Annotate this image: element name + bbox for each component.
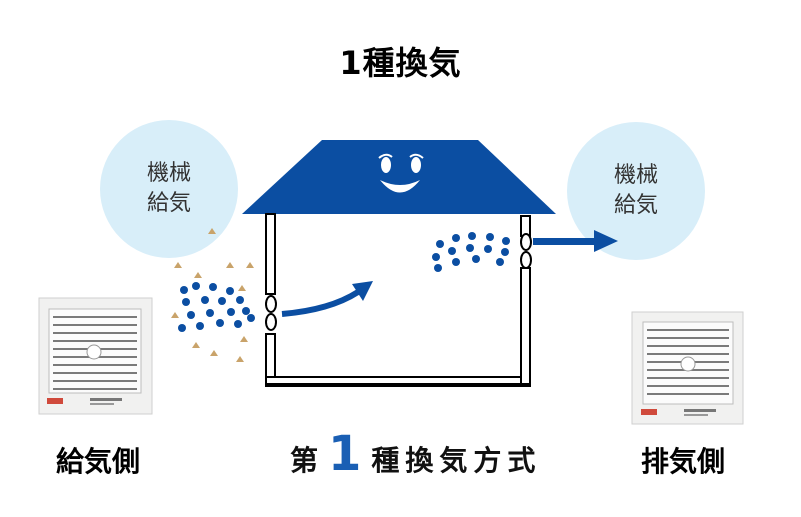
method-suffix: 種換気方式 (371, 444, 542, 477)
supply-bubble-line2: 給気 (146, 191, 191, 216)
method-prefix: 第 (290, 444, 319, 477)
vent-fan-icon (631, 311, 744, 425)
air-dots-icon (178, 282, 255, 332)
supply-bubble-line1: 機械 (146, 161, 191, 186)
house-roof (242, 140, 556, 214)
supply-side-label: 給気側 (56, 445, 141, 478)
exhaust-bubble: 機械 給気 (567, 122, 705, 260)
exhaust-bubble-line2: 給気 (613, 193, 658, 218)
house-walls (265, 213, 531, 387)
vent-fan-icon (38, 297, 153, 415)
supply-bubble: 機械 給気 (100, 120, 238, 258)
arrow-icon (281, 289, 360, 317)
exhaust-side-label: 排気側 (641, 445, 726, 478)
vent-fan-icon (265, 295, 277, 331)
dust-particles (171, 228, 254, 362)
page-title: 1種換気 (339, 44, 462, 82)
method-number: 1 (328, 426, 362, 482)
method-caption: 第 1 種換気方式 (290, 426, 541, 482)
smiley-face-icon (378, 153, 424, 193)
arrow-icon (594, 230, 618, 252)
vent-fan-icon (520, 233, 532, 269)
air-dots-icon (432, 232, 510, 272)
exhaust-bubble-line1: 機械 (613, 163, 658, 188)
